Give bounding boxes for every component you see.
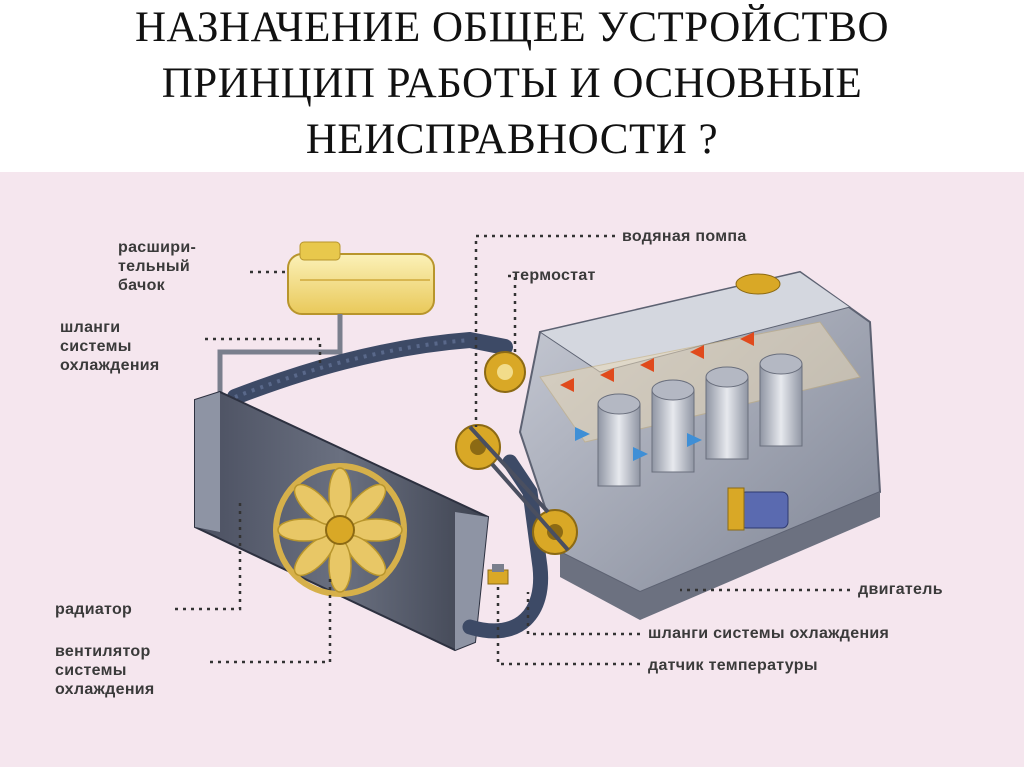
label-cooling-fan: вентилятор системы охлаждения [55, 643, 155, 698]
cooling-fan [273, 463, 407, 597]
engine [518, 270, 882, 620]
title-line-1: НАЗНАЧЕНИЕ ОБЩЕЕ УСТРОЙСТВО [134, 4, 889, 51]
label-radiator: радиатор [55, 601, 133, 618]
cooling-system-illustration [175, 234, 882, 666]
cylinders [597, 353, 803, 487]
slide-title: НАЗНАЧЕНИЕ ОБЩЕЕ УСТРОЙСТВО ПРИНЦИП РАБО… [0, 0, 1024, 172]
coolant-flow-arrows-hot [560, 332, 754, 392]
drive-belt [468, 425, 570, 552]
label-temperature-sensor: датчик температуры [648, 657, 818, 674]
upper-hose [227, 331, 513, 405]
oil-filter [727, 487, 789, 531]
label-water-pump: водяная помпа [622, 228, 747, 245]
title-line-3: НЕИСПРАВНОСТИ ? [305, 116, 719, 163]
label-cooling-hoses-right: шланги системы охлаждения [648, 625, 890, 642]
title-line-2: ПРИНЦИП РАБОТЫ И ОСНОВНЫЕ [161, 60, 863, 107]
thermostat [484, 351, 526, 393]
tank-pipe [217, 314, 343, 394]
coolant-flow-arrows-cool [575, 427, 702, 461]
label-expansion-tank: расшири- тельный бачок [118, 239, 197, 294]
lower-hose [462, 454, 549, 639]
water-pump [455, 424, 501, 470]
leader-lines [175, 234, 850, 666]
label-cooling-hoses-left: шланги системы охлаждения [60, 319, 160, 374]
diagram-panel: расшири- тельный бачок шланги системы ох… [0, 172, 1024, 767]
label-thermostat: термостат [512, 267, 596, 284]
expansion-tank [287, 241, 435, 315]
upper-hose-ribs [234, 338, 471, 399]
temperature-sensor [487, 564, 509, 585]
label-engine: двигатель [858, 581, 943, 598]
